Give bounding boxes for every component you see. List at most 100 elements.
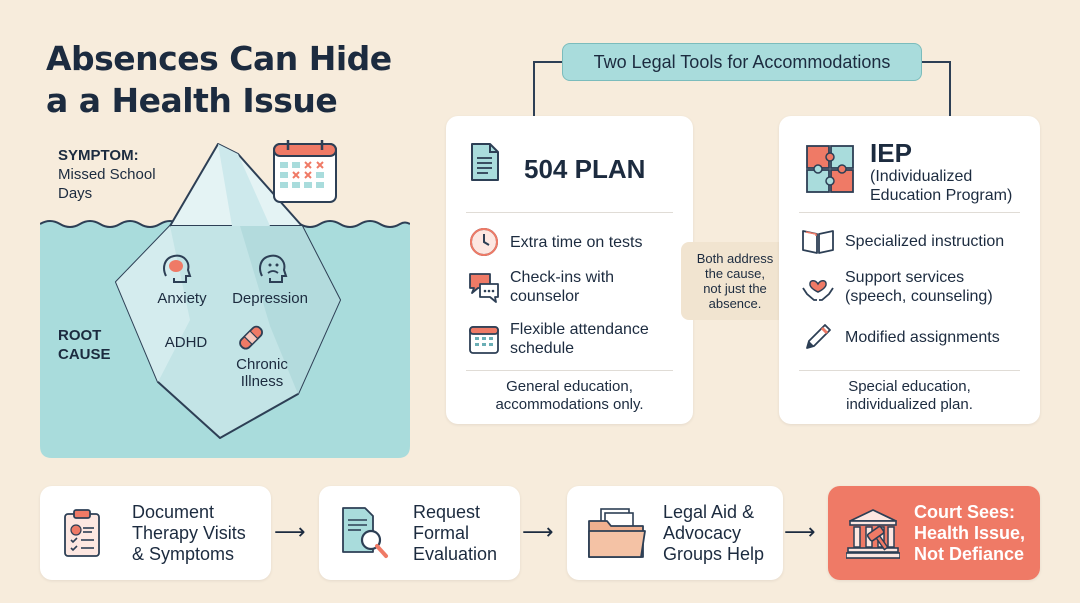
iep-sub-line-1: (Individualized [870, 168, 973, 185]
book-icon [802, 230, 834, 254]
iep-item-2-line-1: Support services [845, 269, 965, 286]
plan-504-item-1-text: Extra time on tests [510, 233, 643, 252]
plan-504-item-2-text: Check-ins with counselor [510, 268, 614, 306]
iep-item-3-text: Modified assignments [845, 328, 1000, 347]
puzzle-icon [806, 145, 854, 193]
head-brain-icon [163, 254, 192, 283]
iep-item-1-line: Specialized instruction [845, 232, 1005, 250]
step-document-text: Document Therapy Visits & Symptoms [132, 502, 246, 565]
header-pill: Two Legal Tools for Accommodations [562, 43, 922, 81]
iep-item-3: Modified assignments [801, 320, 1000, 354]
iep-subtitle: (Individualized Education Program) [870, 167, 1012, 205]
divider [466, 212, 673, 213]
courthouse-icon [846, 509, 900, 559]
iep-item-2: Support services (speech, counseling) [801, 268, 993, 306]
step-request-evaluation: Request Formal Evaluation [319, 486, 520, 580]
center-note-line-2: the cause, [704, 266, 765, 281]
center-note-line-4: absence. [708, 296, 762, 311]
chronic-line-1: Chronic [236, 356, 288, 373]
chronic-line-2: Illness [240, 373, 284, 390]
iceberg-panel: SYMPTOM: Missed School Days ROOT CAUSE A… [39, 130, 411, 458]
iep-title: IEP [870, 138, 912, 168]
divider [799, 212, 1020, 213]
root-line-1: ROOT [58, 327, 102, 344]
step-request-line-3: Evaluation [413, 543, 498, 564]
step-document: Document Therapy Visits & Symptoms [40, 486, 271, 580]
plan-504-footer: General education, accommodations only. [446, 378, 693, 414]
cause-adhd: ADHD [164, 334, 208, 351]
step-legal-aid-line-2: Advocacy [663, 522, 742, 543]
plan-504-foot-1: General education, [506, 378, 633, 395]
iep-item-1: Specialized instruction [801, 226, 1004, 256]
title-line-2: a a Health Issue [46, 81, 338, 120]
iep-item-3-line: Modified assignments [845, 328, 1000, 346]
plan-504-item-2-line-1: Check-ins with [510, 269, 615, 286]
step-court-line-3: Not Defiance [914, 543, 1025, 564]
plan-504-item-2-line-2: counselor [510, 288, 580, 305]
cause-depression: Depression [232, 290, 308, 307]
document-search-icon [342, 507, 388, 558]
clipboard-icon [64, 509, 100, 557]
root-cause-label: ROOT CAUSE [58, 326, 111, 364]
plan-504-item-2: Check-ins with counselor [468, 268, 614, 306]
step-legal-aid-line-1: Legal Aid & [663, 501, 755, 522]
card-iep: IEP (Individualized Education Program) S… [779, 116, 1040, 424]
cause-chronic-illness: Chronic Illness [220, 356, 304, 390]
step-request-text: Request Formal Evaluation [413, 502, 497, 565]
step-court-text: Court Sees: Health Issue, Not Defiance [914, 502, 1025, 565]
plan-504-title: 504 PLAN [524, 154, 646, 184]
pencil-icon [806, 324, 831, 349]
iep-foot-1: Special education, [848, 378, 971, 395]
center-note-line-1: Both address [696, 251, 774, 266]
step-document-line-1: Document [132, 501, 215, 522]
card-504-plan: 504 PLAN Extra time on tests Check-ins w… [446, 116, 693, 424]
symptom-label: SYMPTOM: Missed School Days [58, 146, 156, 203]
step-legal-aid-text: Legal Aid & Advocacy Groups Help [663, 502, 764, 565]
step-court-sees: Court Sees: Health Issue, Not Defiance [828, 486, 1040, 580]
iep-foot-2: individualized plan. [846, 396, 973, 413]
plan-504-foot-2: accommodations only. [495, 396, 644, 413]
document-icon [471, 143, 499, 181]
center-note-line-3: not just the [703, 281, 767, 296]
symptom-line-1: Missed School [58, 166, 156, 183]
plan-504-item-3-line-1: Flexible attendance [510, 321, 649, 338]
title-line-1: Absences Can Hide [46, 39, 392, 78]
plan-504-item-1: Extra time on tests [468, 226, 643, 258]
bandage-icon [239, 325, 263, 350]
plan-504-item-3-line-2: schedule [510, 340, 575, 357]
sad-face-icon [259, 254, 288, 283]
step-document-line-3: & Symptoms [132, 543, 235, 564]
connector-lines [533, 61, 951, 116]
symptom-line-2: Days [58, 185, 93, 202]
iep-item-1-text: Specialized instruction [845, 232, 1004, 251]
root-line-2: CAUSE [58, 346, 111, 363]
folder-icon [588, 508, 646, 558]
arrow-right-icon: ⟶ [784, 519, 816, 544]
chat-bubbles-icon [469, 273, 499, 303]
cause-anxiety: Anxiety [157, 290, 207, 307]
clock-icon [470, 228, 498, 256]
step-court-line-1: Court Sees: [914, 501, 1016, 522]
heart-hands-icon [802, 280, 834, 301]
step-request-line-1: Request [413, 501, 481, 522]
iep-sub-line-2: Education Program) [870, 187, 1013, 204]
plan-504-item-3-text: Flexible attendance schedule [510, 320, 649, 358]
arrow-right-icon: ⟶ [522, 519, 554, 544]
iep-footer: Special education, individualized plan. [779, 378, 1040, 414]
iep-item-2-line-2: (speech, counseling) [845, 288, 993, 305]
plan-504-item-1-line: Extra time on tests [510, 233, 643, 251]
step-legal-aid: Legal Aid & Advocacy Groups Help [567, 486, 783, 580]
divider [799, 370, 1020, 371]
iep-item-2-text: Support services (speech, counseling) [845, 268, 993, 306]
calendar-x-icon [273, 140, 337, 203]
step-document-line-2: Therapy Visits [132, 522, 246, 543]
center-note: Both address the cause, not just the abs… [681, 242, 789, 320]
step-request-line-2: Formal [413, 522, 470, 543]
iceberg-illustration [39, 140, 411, 458]
step-legal-aid-line-3: Groups Help [663, 543, 765, 564]
step-court-line-2: Health Issue, [914, 522, 1026, 543]
symptom-heading: SYMPTOM: [58, 147, 139, 164]
calendar-icon [469, 326, 499, 354]
arrow-right-icon: ⟶ [274, 519, 306, 544]
page-title: Absences Can Hide a a Health Issue [46, 38, 426, 122]
